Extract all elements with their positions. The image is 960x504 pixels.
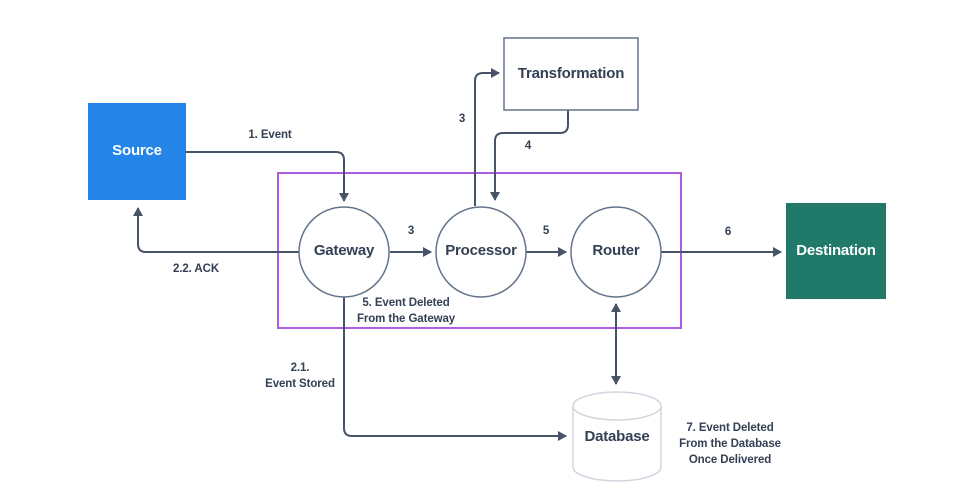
annotation-line: Once Delivered <box>688 454 772 466</box>
edge-gateway-to-database <box>343 297 567 441</box>
annotation-line: 5. Event Deleted <box>362 297 450 309</box>
annotation-event-deleted-gateway: 5. Event Deleted From the Gateway <box>357 295 455 327</box>
edge-label-processor-router: 5 <box>542 225 550 237</box>
router-label: Router <box>592 242 640 259</box>
annotation-event-stored: 2.1. Event Stored <box>265 360 335 392</box>
annotation-event-deleted-database: 7. Event Deleted From the Database Once … <box>679 420 781 468</box>
router-node <box>570 206 662 298</box>
database-cylinder-body <box>572 406 662 482</box>
database-node <box>572 391 662 482</box>
annotation-line: 7. Event Deleted <box>686 422 774 434</box>
annotation-line: Event Stored <box>265 378 335 390</box>
edges <box>133 68 782 441</box>
destination-node <box>786 203 886 299</box>
edge-source-to-gateway <box>186 151 349 202</box>
gateway-node <box>298 206 390 298</box>
edge-processor-to-transformation <box>474 68 500 206</box>
annotation-line: From the Database <box>679 438 781 450</box>
edge-label-router-destination: 6 <box>724 226 732 238</box>
gateway-label: Gateway <box>313 242 375 259</box>
processor-node <box>435 206 527 298</box>
processor-label: Processor <box>445 242 517 259</box>
transformation-node <box>503 37 639 111</box>
edge-label-event: 1. Event <box>248 129 292 141</box>
transformation-label: Transformation <box>517 65 625 82</box>
annotation-line: From the Gateway <box>356 313 456 325</box>
edge-label-ack: 2.2. ACK <box>172 263 220 275</box>
source-label: Source <box>112 142 162 159</box>
database-label: Database <box>584 428 650 445</box>
edge-label-from-transformation: 4 <box>524 140 532 152</box>
edge-transformation-to-processor <box>490 110 569 201</box>
source-node <box>88 103 186 200</box>
edge-label-gateway-processor: 3 <box>407 225 415 237</box>
destination-label: Destination <box>796 242 876 259</box>
edge-label-to-transformation: 3 <box>458 113 466 125</box>
annotation-line: 2.1. <box>290 362 310 374</box>
edge-gateway-ack-to-source <box>133 207 299 253</box>
processing-boundary-box <box>277 172 682 329</box>
database-cylinder-top <box>572 391 662 421</box>
